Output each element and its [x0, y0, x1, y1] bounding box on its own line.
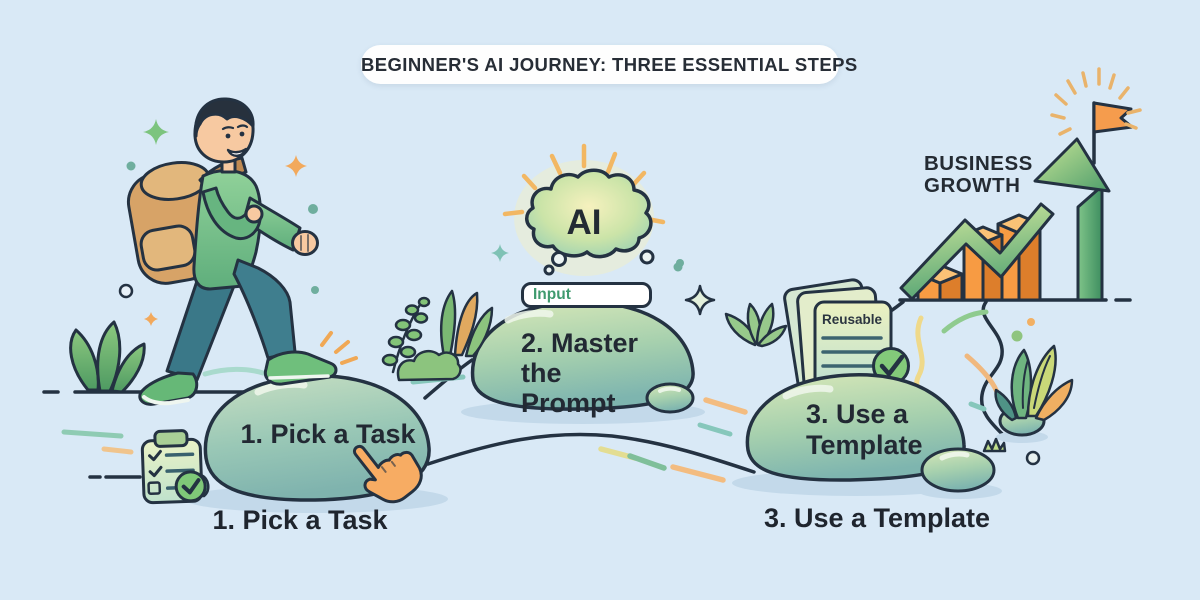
page-title: BEGINNER'S AI JOURNEY: THREE ESSENTIAL S… [361, 54, 858, 75]
flag-rays [1050, 67, 1142, 136]
hiker-front-shoe [263, 350, 338, 386]
growth-arrow-column [1076, 184, 1104, 302]
business-growth-label: BUSINESS GROWTH [924, 152, 1033, 197]
ring-dot [118, 283, 134, 299]
ai-cloud-icon [502, 143, 683, 276]
grass-blades [439, 289, 494, 358]
stone-3-label: 3. Use a Template [806, 399, 923, 460]
input-field-value: Input [533, 286, 571, 303]
thought-bubbles [543, 249, 655, 276]
sparkles [118, 119, 716, 365]
dot-teal-4 [676, 259, 684, 267]
growth-arrowhead [1033, 137, 1111, 193]
input-field: Input [521, 282, 652, 308]
hiker-illustration [126, 97, 338, 406]
pointer-hand-icon [353, 444, 423, 504]
sparkle-orange-small [144, 312, 158, 326]
hiker-fist [291, 230, 319, 256]
sparkle-green [143, 119, 169, 145]
sparkle-teal [491, 244, 509, 262]
ai-cloud-label: AI [566, 203, 602, 242]
backpack [126, 156, 248, 285]
dot-teal-2 [308, 204, 318, 214]
bush [396, 349, 462, 382]
reusable-badge-label: Reusable [822, 312, 883, 327]
stepping-stone-3 [745, 373, 1046, 493]
caption-step-3: 3. Use a Template [763, 503, 991, 533]
sparkle-orange [285, 155, 307, 177]
spiky-plant [724, 302, 788, 348]
hiker-front-leg [232, 258, 297, 360]
stone-2-label: 2. Master the Prompt [521, 328, 639, 418]
right-plant [994, 344, 1074, 422]
fern-plant [381, 296, 431, 374]
hiker-head [193, 97, 255, 174]
sparkle-outlined [684, 284, 716, 316]
caption-step-1: 1. Pick a Task [212, 505, 388, 535]
cloud-rays [502, 143, 666, 225]
hiker-left-hand [244, 204, 264, 224]
clipboard-check-badge [174, 470, 207, 503]
title-banner: BEGINNER'S AI JOURNEY: THREE ESSENTIAL S… [361, 45, 857, 84]
flag-icon [1092, 101, 1134, 165]
clipboard-checklist-icon [140, 429, 207, 505]
growth-chart [899, 67, 1142, 302]
dot-teal-1 [126, 161, 136, 171]
stone-sparkle-ticks [320, 331, 358, 365]
stone-1-label: 1. Pick a Task [240, 419, 416, 449]
growth-arrow-zigzag [899, 202, 1055, 301]
dot-teal-3 [311, 286, 319, 294]
hiker-back-shoe [138, 371, 199, 406]
stepping-stone-2 [470, 300, 695, 414]
left-plant [69, 320, 146, 394]
cloud-shape [525, 168, 653, 259]
